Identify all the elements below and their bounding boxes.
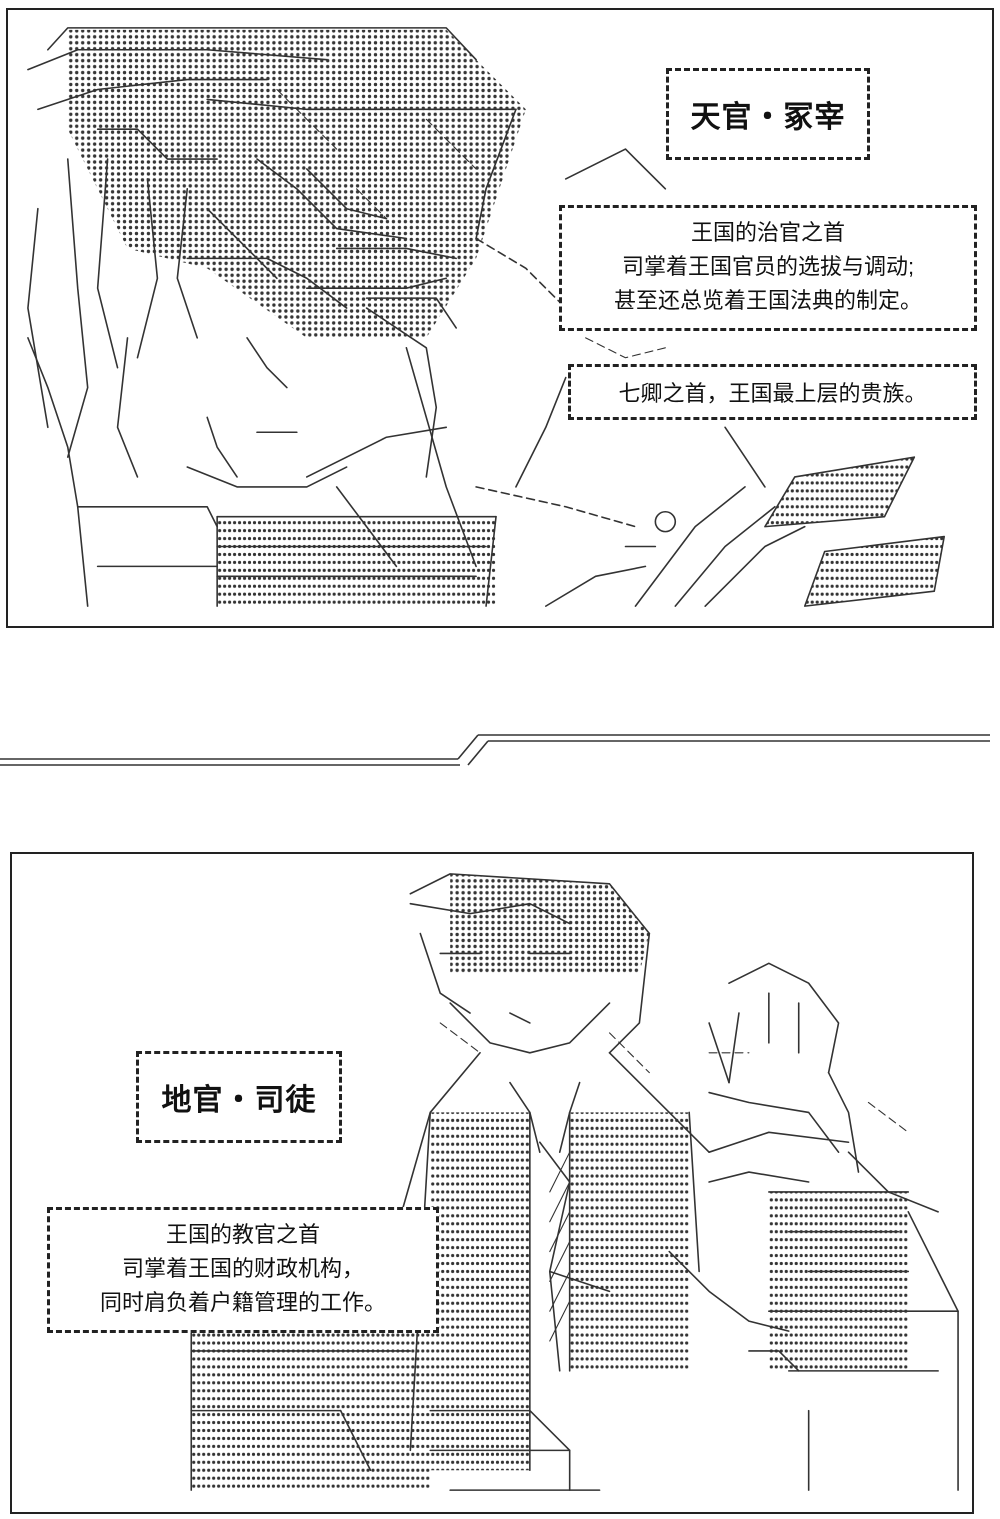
- panel-1: 天官・冢宰 王国的治官之首 司掌着王国官员的选拔与调动; 甚至还总览着王国法典的…: [6, 8, 994, 628]
- official-title: 地官・司徒: [161, 1084, 317, 1117]
- official-title-box: 地官・司徒: [136, 1051, 342, 1143]
- description-box: 王国的教官之首 司掌着王国的财政机构， 同时肩负着户籍管理的工作。: [47, 1207, 439, 1333]
- panel-separator: [0, 734, 990, 766]
- description-line: 同时肩负着户籍管理的工作。: [99, 1290, 386, 1315]
- rank-line: 七卿之首，王国最上层的贵族。: [618, 381, 927, 406]
- ascii-art-two-figures: [190, 873, 959, 1491]
- description-box: 王国的治官之首 司掌着王国官员的选拔与调动; 甚至还总览着王国法典的制定。: [559, 205, 977, 331]
- rank-box: 七卿之首，王国最上层的贵族。: [568, 364, 977, 420]
- description-line: 司掌着王国的财政机构，: [121, 1256, 364, 1281]
- official-title: 天官・冢宰: [690, 101, 846, 134]
- description-line: 王国的教官之首: [165, 1222, 320, 1247]
- official-title-box: 天官・冢宰: [666, 68, 870, 160]
- description-line: 司掌着王国官员的选拔与调动;: [621, 254, 915, 279]
- panel-2: 地官・司徒 王国的教官之首 司掌着王国的财政机构， 同时肩负着户籍管理的工作。: [10, 852, 974, 1514]
- description-line: 王国的治官之首: [690, 220, 845, 245]
- description-line: 甚至还总览着王国法典的制定。: [613, 288, 922, 313]
- ascii-art-official-portrait: [27, 27, 945, 607]
